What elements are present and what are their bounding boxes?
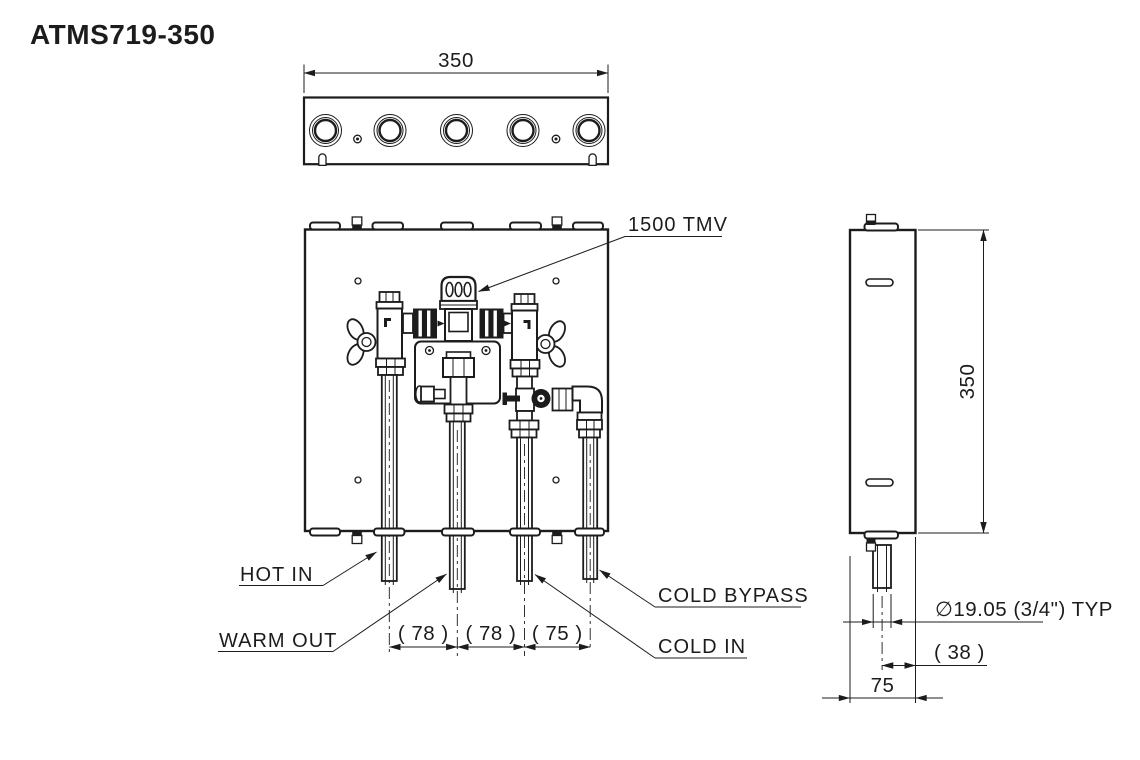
hot-isolation-valve: [346, 291, 406, 376]
panel-edge-clip-top: [863, 213, 899, 232]
valve-body: [376, 307, 403, 360]
dimension-side-height: 350: [918, 229, 989, 534]
top-view-body: [302, 96, 610, 166]
dimension-pipe-diameter: ∅19.05 (3/4") TYP: [843, 594, 1113, 670]
screw-boss: [551, 134, 561, 144]
side-view: 350 ∅19.05 (3/4") TYP ( 38 ) 75: [822, 213, 1113, 703]
screw-boss: [353, 134, 362, 144]
side-slot: [865, 478, 894, 487]
union-nut: [509, 359, 541, 370]
ball-valve-handle-end: [502, 392, 507, 405]
hanger-tab: [551, 216, 563, 230]
cold-bypass-label-text: COLD BYPASS: [658, 585, 809, 607]
dim-text-75-spacing: ( 75 ): [532, 622, 583, 645]
label-hot-in: HOT IN: [239, 551, 377, 586]
mounting-notch: [318, 153, 327, 167]
label-tmv: 1500 TMV: [478, 214, 728, 292]
cold-isolation-valve: [509, 293, 566, 391]
side-pipe: [872, 544, 892, 592]
drain-valve: [414, 385, 446, 403]
cold-in-label-text: COLD IN: [658, 636, 746, 658]
hanger-tab: [551, 531, 563, 545]
panel-edge-clips-bottom: [309, 527, 605, 545]
label-cold-bypass: COLD BYPASS: [599, 569, 809, 608]
ball-valve-handle: [506, 395, 520, 402]
hanger-tab: [351, 216, 363, 230]
drawing-title: ATMS719-350: [30, 19, 216, 50]
wing-handle-hub: [356, 332, 377, 352]
panel-edge-clip-bottom: [863, 530, 899, 552]
dim-text-75-depth: 75: [871, 674, 895, 697]
dim-text-350-height: 350: [956, 364, 979, 400]
dimension-depth: 75: [822, 556, 943, 703]
dim-text-350-width: 350: [438, 49, 474, 72]
panel-edge-clips-top: [309, 216, 604, 231]
port-hole: [373, 114, 407, 147]
screw-hole: [354, 476, 362, 484]
port-hole: [309, 114, 342, 147]
dimension-pipe-spacing: ( 78 ) ( 78 ) ( 75 ): [388, 622, 591, 651]
union-nut: [375, 357, 406, 368]
elbow-fitting: [571, 385, 603, 414]
mounting-notch: [588, 153, 597, 167]
port-hole: [440, 114, 473, 147]
tmv-label-text: 1500 TMV: [628, 214, 728, 236]
flow-arrow: [504, 320, 511, 327]
port-hole: [506, 114, 540, 147]
union-nut: [551, 387, 574, 412]
label-warm-out: WARM OUT: [218, 573, 447, 652]
tmv-union-right: [479, 308, 504, 339]
union-nut: [442, 357, 475, 378]
wing-handle-hub: [535, 334, 556, 354]
valve-assembly: [346, 275, 603, 656]
dimension-top-width: 350: [303, 49, 609, 93]
flow-mark: [384, 318, 391, 327]
union-nut: [576, 419, 603, 431]
tmv-union-left: [413, 308, 437, 339]
screw-hole: [354, 277, 362, 285]
front-view: ( 78 ) ( 78 ) ( 75 ) 1500 TMV HOT IN WAR…: [218, 214, 809, 659]
dim-text-78-left: ( 78 ): [398, 622, 449, 645]
valve-body: [511, 309, 538, 361]
flow-mark: [523, 320, 531, 329]
cold-in-pipe: [516, 436, 533, 585]
union-nut: [508, 419, 540, 431]
cold-in-union: [508, 410, 540, 439]
screw-hole: [552, 476, 560, 484]
side-slot: [865, 278, 894, 287]
union-nut: [443, 403, 474, 415]
label-cold-in: COLD IN: [534, 574, 747, 659]
port-hole: [572, 114, 606, 147]
hot-in-label-text: HOT IN: [240, 564, 313, 586]
side-panel: [848, 228, 917, 535]
dim-text-pipe-diameter: ∅19.05 (3/4") TYP: [935, 598, 1113, 621]
dim-text-78-right: ( 78 ): [465, 622, 516, 645]
dim-text-38: ( 38 ): [934, 641, 985, 664]
hanger-tab: [351, 531, 363, 545]
dimension-pipe-offset: ( 38 ): [881, 537, 987, 703]
screw-hole: [552, 277, 560, 285]
top-view: 350: [302, 49, 610, 167]
flow-arrow: [437, 320, 445, 327]
warm-out-label-text: WARM OUT: [219, 630, 337, 652]
